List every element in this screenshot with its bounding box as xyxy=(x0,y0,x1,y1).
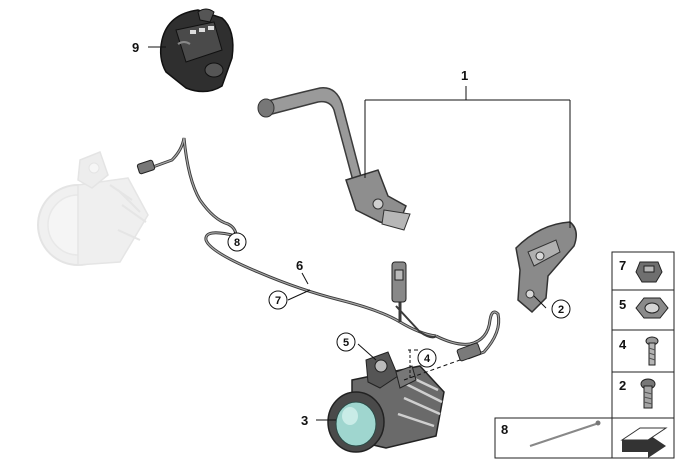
arrow-icon xyxy=(620,427,668,458)
legend-label-4: 4 xyxy=(619,337,627,352)
hex-nut-icon xyxy=(635,297,669,319)
callout-5: 5 xyxy=(343,337,349,349)
callout-circle-5: 5 xyxy=(336,332,356,352)
bracket-assembly-part xyxy=(257,87,411,231)
callout-6: 6 xyxy=(296,258,303,273)
callout-circle-2: 2 xyxy=(551,299,571,319)
ghost-fog-light xyxy=(37,151,149,266)
wiring-harness-part xyxy=(149,137,501,360)
callout-9: 9 xyxy=(132,40,139,55)
cable-tie-icon xyxy=(529,423,597,447)
harness-connectors xyxy=(136,159,482,362)
legend-label-2: 2 xyxy=(619,378,626,393)
bolt-icon xyxy=(640,378,656,409)
cable-tie-legend xyxy=(494,417,675,459)
legend-label-5: 5 xyxy=(619,297,626,312)
callout-circle-4: 4 xyxy=(417,348,437,368)
right-bracket-part xyxy=(515,221,577,314)
legend-label-8: 8 xyxy=(501,422,508,437)
callout-4: 4 xyxy=(424,353,431,365)
clip-icon xyxy=(635,261,663,283)
callout-8: 8 xyxy=(234,237,240,249)
callout-1: 1 xyxy=(461,68,468,83)
callout-7: 7 xyxy=(275,295,281,307)
callout-circle-7: 7 xyxy=(268,290,288,310)
fastener-legend xyxy=(611,251,675,419)
fog-light-part xyxy=(327,351,445,453)
callout-2: 2 xyxy=(558,304,564,316)
callout-circle-8: 8 xyxy=(227,232,247,252)
screw-icon xyxy=(645,336,659,366)
handlebar-switch-part xyxy=(159,8,234,93)
callout-3: 3 xyxy=(301,413,308,428)
legend-label-7: 7 xyxy=(619,258,626,273)
